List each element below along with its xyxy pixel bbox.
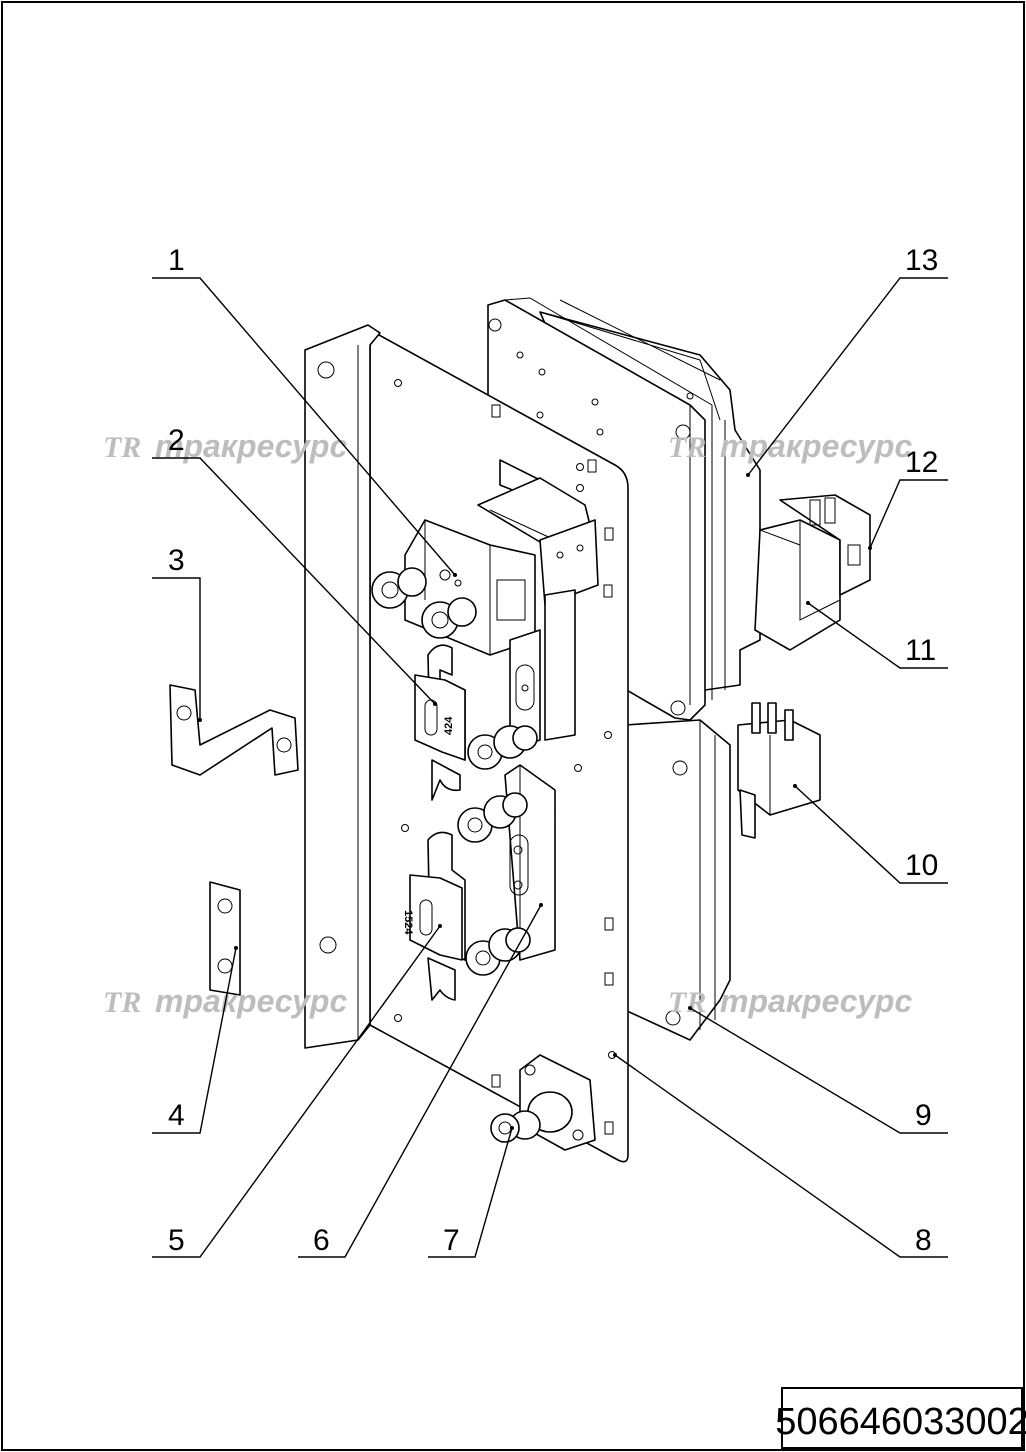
- callout-leaders: [152, 277, 948, 1258]
- callout-4: 4: [168, 1099, 185, 1132]
- callout-5: 5: [168, 1224, 185, 1257]
- callout-2: 2: [168, 424, 185, 457]
- svg-text:тракресурс: тракресурс: [155, 983, 347, 1019]
- small-relay: [737, 702, 821, 839]
- callout-9: 9: [915, 1099, 932, 1132]
- svg-text:тракресурс: тракресурс: [720, 983, 912, 1019]
- fuse-upper-mark: 424: [443, 716, 455, 735]
- angle-flange: [304, 324, 381, 1049]
- callout-10: 10: [905, 849, 938, 882]
- callout-7: 7: [443, 1224, 460, 1257]
- watermark-3: TR тракресурс: [103, 983, 347, 1019]
- part-number: 506646033002: [775, 1401, 1026, 1443]
- fuse-lower-mark: 1524: [402, 910, 414, 935]
- callout-6: 6: [313, 1224, 330, 1257]
- callout-1: 1: [168, 244, 185, 277]
- part-number-box: 506646033002: [775, 1387, 1026, 1449]
- watermark-2: TR тракресурс: [668, 428, 912, 464]
- terminal-nuts: [371, 567, 538, 976]
- electronic-box: [624, 719, 731, 1041]
- callout-12: 12: [905, 446, 938, 479]
- nut-2: [421, 597, 477, 639]
- bracket-3: [169, 684, 299, 776]
- svg-text:тракресурс: тракресурс: [720, 428, 912, 464]
- nut-4: [457, 792, 528, 843]
- bus-bar-upper: [509, 589, 576, 751]
- callout-13: 13: [905, 244, 938, 277]
- nut-5: [465, 927, 531, 976]
- svg-text:TR: TR: [103, 986, 141, 1019]
- svg-text:TR: TR: [103, 431, 141, 464]
- fuse-lower: 1524: [402, 831, 466, 1001]
- plate-4: [209, 881, 241, 996]
- terminal-stud: [490, 1054, 596, 1151]
- relay: [754, 494, 871, 651]
- watermark-1: TR тракресурс: [103, 428, 347, 464]
- callout-8: 8: [915, 1224, 932, 1257]
- nut-1: [371, 567, 427, 609]
- callout-numbers: 1 2 3 4 5 6 7 8 9 10 11 12 13: [168, 244, 938, 1257]
- nut-3: [467, 725, 538, 770]
- callout-11: 11: [905, 634, 936, 667]
- watermark-4: TR тракресурс: [668, 983, 912, 1019]
- callout-3: 3: [168, 544, 185, 577]
- svg-text:TR: TR: [668, 431, 706, 464]
